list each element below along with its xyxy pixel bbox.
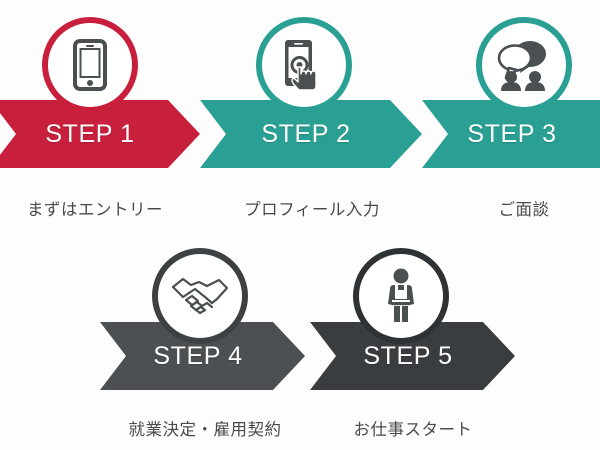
step-1-arrow-band: [0, 100, 200, 168]
step-4-arrow-band: [100, 322, 305, 390]
handshake-icon: [171, 275, 229, 317]
step-4-caption: 就業決定・雇用契約: [128, 420, 282, 439]
step-4-chevron-shape: [100, 322, 305, 390]
step-1-caption: まずはエントリー: [27, 200, 163, 219]
step-5-medallion: [353, 248, 449, 344]
step-2-chevron-shape: [200, 100, 422, 168]
step-5-arrow-band: [310, 322, 515, 390]
smartphone-icon: [73, 39, 107, 91]
two-people-conversation-icon: [496, 39, 552, 91]
step-3-arrow-band: [422, 100, 600, 168]
step-3-caption: ご面談: [498, 200, 550, 219]
step-5-caption: お仕事スタート: [353, 420, 473, 439]
step-3-medallion: [476, 17, 572, 113]
step-1-medallion: [42, 17, 138, 113]
step-3-chevron-shape: [422, 100, 600, 168]
worker-apron-icon: [381, 268, 421, 324]
step-1-chevron-shape: [0, 100, 200, 168]
step-5-chevron-shape: [310, 322, 515, 390]
step-4-medallion: [152, 248, 248, 344]
step-2-medallion: [256, 17, 352, 113]
step-2-caption: プロフィール入力: [244, 200, 380, 219]
step-2-arrow-band: [200, 100, 422, 168]
smartphone-tap-icon: [282, 38, 326, 92]
